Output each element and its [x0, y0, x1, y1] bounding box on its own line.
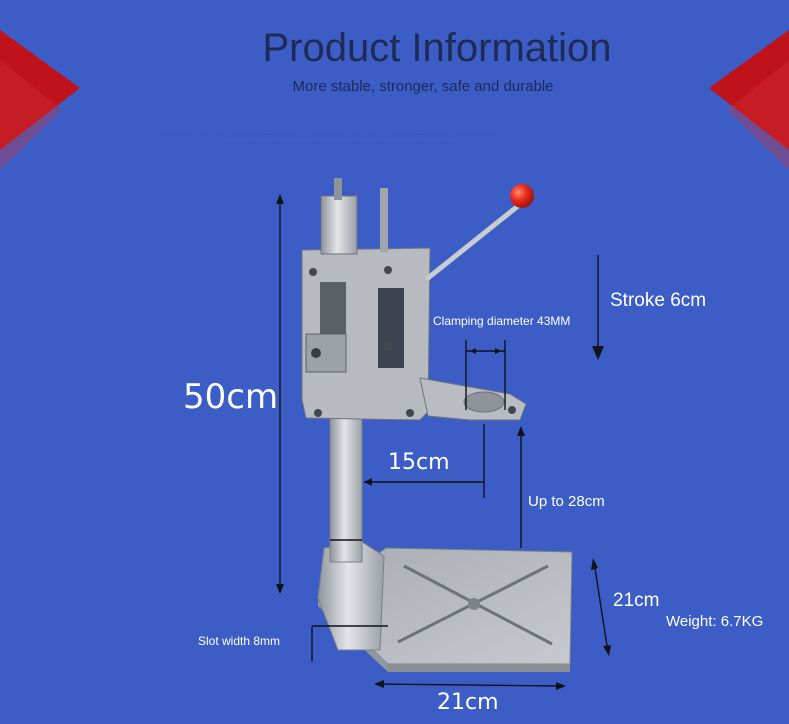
- spindle-rod: [334, 178, 342, 200]
- right-red-arrow-decoration: [709, 30, 789, 170]
- reach-label: 15cm: [388, 450, 450, 475]
- handle-lever: [425, 203, 521, 281]
- stroke-label: Stroke 6cm: [610, 290, 707, 311]
- fine-print-line-2: · · · · · · · · · · · · · · · · · · · · …: [222, 141, 459, 147]
- weight-label: Weight: 6.7KG: [666, 613, 764, 630]
- depth-label: 21cm: [613, 590, 660, 611]
- spindle-housing: [320, 195, 358, 255]
- handle-knob: [510, 184, 534, 208]
- height-label: 50cm: [183, 377, 279, 417]
- page-title: Product Information: [262, 26, 612, 70]
- clamping-diameter-label: Clamping diameter 43MM: [433, 314, 571, 328]
- page-subtitle: More stable, stronger, safe and durable: [292, 78, 554, 95]
- column: [329, 411, 363, 563]
- press-head: [301, 247, 431, 421]
- dimension-lines: [276, 194, 611, 690]
- left-red-arrow-decoration: [0, 30, 80, 170]
- fine-print-line: · · · · · · · · · · · · · · · · · · · · …: [160, 132, 501, 138]
- guide-rod: [380, 188, 388, 252]
- width-label: 21cm: [437, 690, 499, 715]
- max-height-label: Up to 28cm: [528, 493, 605, 510]
- slot-width-label: Slot width 8mm: [198, 634, 281, 648]
